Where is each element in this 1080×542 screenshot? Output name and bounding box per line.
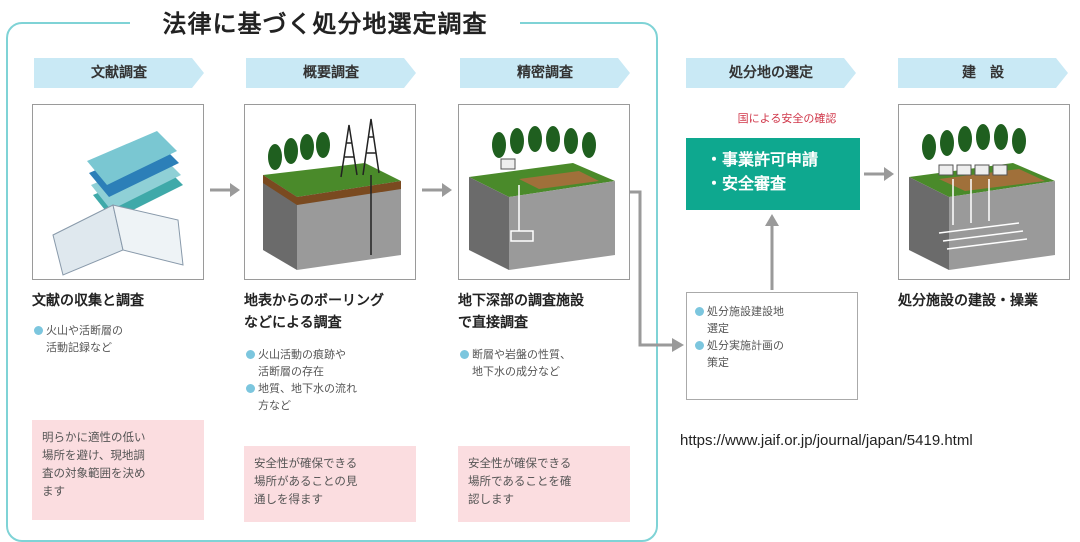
construction-caption: 処分施設の建設・操業 bbox=[898, 293, 1038, 309]
bullet-item-cont: 方など bbox=[258, 399, 291, 412]
stage-header-literature: 文献調査 bbox=[34, 58, 204, 88]
stage-bullets-overview: 火山活動の痕跡や 活断層の存在 地質、地下水の流れ 方など bbox=[246, 346, 357, 414]
safety-check-label: 国による安全の確認 bbox=[737, 112, 837, 125]
stage-note-overview: 安全性が確保できる 場所があることの見 通しを得ます bbox=[244, 446, 416, 522]
stage-caption-overview: 地表からのボーリング などによる調査 bbox=[244, 290, 384, 334]
note-line: 通しを得ます bbox=[254, 492, 323, 506]
note-line: 場所を避け、現地調 bbox=[42, 448, 145, 462]
stage-caption-literature: 文献の収集と調査 bbox=[32, 290, 144, 312]
stage-header-selection: 処分地の選定 bbox=[686, 58, 856, 88]
disposal-facility-illustration bbox=[898, 104, 1070, 280]
bullet-item-cont: 活動記録など bbox=[46, 341, 112, 354]
caption-line: で直接調査 bbox=[458, 315, 528, 331]
stage-header-overview: 概要調査 bbox=[246, 58, 416, 88]
boring-survey-illustration bbox=[244, 104, 416, 280]
stage-header-construction: 建 設 bbox=[898, 58, 1068, 88]
bullet-item: 地質、地下水の流れ bbox=[246, 380, 357, 397]
stage-caption-detailed: 地下深部の調査施設 で直接調査 bbox=[458, 290, 584, 334]
bullet-item-cont: 策定 bbox=[707, 356, 729, 369]
note-line: ます bbox=[42, 484, 65, 498]
note-line: 査の対象範囲を決め bbox=[42, 466, 146, 480]
arrow-up-icon bbox=[765, 214, 779, 290]
bullet-item: 火山活動の痕跡や bbox=[246, 346, 357, 363]
site-bullets: 処分施設建設地 選定 処分実施計画の 策定 bbox=[695, 303, 849, 371]
site-selection-box: 処分施設建設地 選定 処分実施計画の 策定 bbox=[686, 292, 858, 400]
review-item: ・安全審査 bbox=[706, 174, 787, 193]
note-line: 安全性が確保できる bbox=[468, 456, 572, 470]
bullet-item: 処分実施計画の bbox=[695, 337, 849, 354]
note-line: 安全性が確保できる bbox=[254, 456, 358, 470]
bullet-item-cont: 活断層の存在 bbox=[258, 365, 324, 378]
frame-title: 法律に基づく処分地選定調査 bbox=[130, 4, 520, 39]
bullet-item-cont: 選定 bbox=[707, 322, 729, 335]
arrow-right-icon bbox=[210, 183, 240, 197]
caption-line: などによる調査 bbox=[244, 315, 342, 331]
arrow-elbow-icon bbox=[630, 190, 684, 352]
note-line: 認します bbox=[468, 492, 514, 506]
stage-bullets-literature: 火山や活断層の 活動記録など bbox=[34, 322, 123, 356]
caption-line: 地下深部の調査施設 bbox=[458, 293, 584, 309]
bullet-item-cont: 地下水の成分など bbox=[472, 365, 560, 378]
bullet-item: 処分施設建設地 bbox=[695, 303, 849, 320]
underground-facility-illustration bbox=[458, 104, 630, 280]
stage-header-detailed: 精密調査 bbox=[460, 58, 630, 88]
note-line: 明らかに適性の低い bbox=[42, 430, 146, 444]
review-item: ・事業許可申請 bbox=[706, 150, 819, 169]
arrow-right-icon bbox=[864, 167, 894, 181]
arrow-right-icon bbox=[422, 183, 452, 197]
caption-line: 地表からのボーリング bbox=[244, 293, 384, 309]
stage-bullets-detailed: 断層や岩盤の性質、 地下水の成分など bbox=[460, 346, 571, 380]
bullet-item: 火山や活断層の bbox=[34, 322, 123, 339]
note-line: 場所があることの見 bbox=[254, 474, 358, 488]
bullet-item: 断層や岩盤の性質、 bbox=[460, 346, 571, 363]
stage-note-literature: 明らかに適性の低い 場所を避け、現地調 査の対象範囲を決め ます bbox=[32, 420, 204, 520]
books-illustration bbox=[32, 104, 204, 280]
caption-line: 文献の収集と調査 bbox=[32, 293, 144, 309]
stage-note-detailed: 安全性が確保できる 場所であることを確 認します bbox=[458, 446, 630, 522]
source-url: https://www.jaif.or.jp/journal/japan/541… bbox=[680, 432, 973, 449]
safety-review-box: ・事業許可申請 ・安全審査 bbox=[686, 138, 860, 210]
note-line: 場所であることを確 bbox=[468, 474, 572, 488]
